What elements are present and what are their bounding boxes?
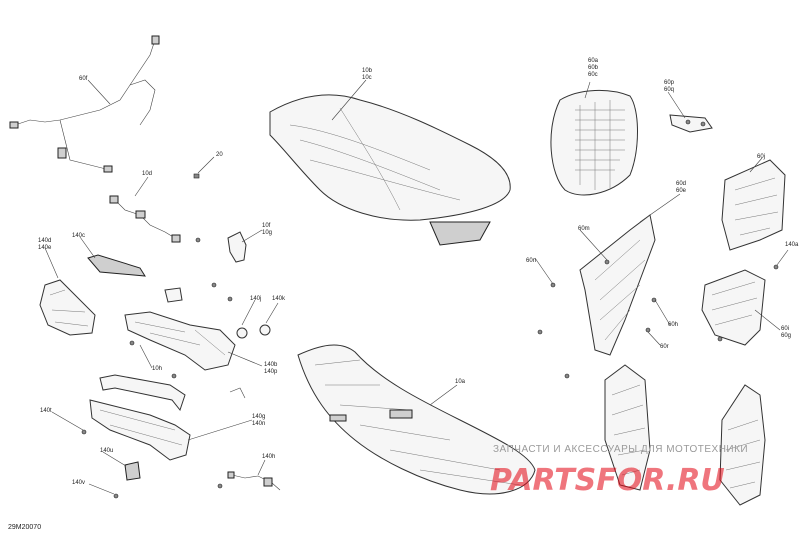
callout-140u: 140u	[100, 448, 113, 454]
callout-60m: 60m	[578, 226, 590, 232]
screw-icon	[217, 483, 223, 489]
watermark-logo: PARTSFOR.RU	[490, 463, 725, 498]
connector-140p[interactable]	[229, 387, 246, 399]
callout-140n: 140n	[252, 421, 265, 427]
seat-pan-10a[interactable]	[297, 344, 536, 495]
callout-140d: 140d	[38, 238, 51, 244]
callout-140k: 140k	[272, 296, 286, 302]
side-panel-right-a[interactable]	[604, 364, 651, 491]
cap-140u[interactable]	[124, 461, 141, 481]
callout-60d: 60d	[676, 181, 686, 187]
grab-handle-140d[interactable]	[39, 279, 96, 336]
callout-10g: 10g	[262, 230, 272, 236]
fastener-20[interactable]	[193, 173, 200, 179]
wiring-harness-10d[interactable]	[109, 195, 181, 243]
handle-rail-140g[interactable]	[99, 374, 186, 412]
screw-icon	[129, 340, 135, 346]
screw-icon	[171, 373, 177, 379]
callout-140b: 140b	[264, 362, 278, 368]
callout-60a: 60a	[588, 58, 599, 64]
wiring-harness-60f[interactable]	[9, 35, 160, 173]
callout-140g: 140g	[252, 414, 265, 420]
callout-60f: 60f	[79, 76, 88, 82]
callout-20: 20	[216, 152, 223, 158]
backrest-60a[interactable]	[550, 89, 638, 196]
callout-140h: 140h	[262, 454, 275, 460]
callout-60i: 60i	[781, 326, 789, 332]
screw-icon	[550, 282, 556, 288]
callout-60n: 60n	[526, 258, 536, 264]
screw-icon	[211, 282, 217, 288]
callout-60b: 60b	[588, 65, 599, 71]
callout-140t: 140t	[40, 408, 52, 414]
callout-140v: 140v	[72, 480, 85, 486]
screw-icon	[645, 327, 651, 333]
watermark-tagline: ЗАПЧАСТИ И АКСЕССУАРЫ ДЛЯ МОТОТЕХНИКИ	[493, 444, 748, 455]
callout-140a: 140a	[785, 242, 799, 248]
bracket-60i[interactable]	[701, 269, 766, 346]
callout-60j: 60j	[757, 154, 765, 160]
screw-icon	[195, 237, 201, 243]
screw-icon	[227, 296, 233, 302]
cap-140k[interactable]	[259, 324, 271, 336]
callout-10h: 10h	[152, 366, 162, 372]
cap-140j[interactable]	[236, 327, 248, 339]
callout-10a: 10a	[455, 379, 466, 385]
callout-60q: 60q	[664, 87, 674, 93]
callout-140p: 140p	[264, 369, 278, 375]
callout-140c: 140c	[72, 233, 85, 239]
callout-60p: 60p	[664, 80, 675, 86]
screw-icon	[113, 493, 119, 499]
backrest-support-60d[interactable]	[579, 214, 656, 356]
callout-10d: 10d	[142, 171, 152, 177]
callout-140j: 140j	[250, 296, 261, 302]
side-cover-60j[interactable]	[721, 159, 786, 251]
callout-60e: 60e	[676, 188, 687, 194]
callout-60h: 60h	[668, 322, 678, 328]
armrest-bracket-140b[interactable]	[124, 311, 236, 371]
watermark: ЗАПЧАСТИ И АКСЕССУАРЫ ДЛЯ МОТОТЕХНИКИ PA…	[490, 444, 748, 498]
figure-id: 29M20070	[8, 524, 41, 531]
clip-140e[interactable]	[164, 287, 183, 303]
callout-60c: 60c	[588, 72, 598, 78]
bracket-60p[interactable]	[669, 114, 713, 133]
bracket-10f[interactable]	[227, 231, 247, 263]
screw-icon	[564, 373, 570, 379]
leader-lines	[44, 79, 789, 495]
wiring-140h[interactable]	[227, 471, 281, 491]
side-panel-right-b[interactable]	[719, 384, 766, 506]
callout-60g: 60g	[781, 333, 791, 339]
callout-60r: 60r	[660, 344, 669, 350]
screw-icon	[604, 259, 610, 265]
screw-icon	[651, 297, 657, 303]
callout-10f: 10f	[262, 223, 271, 229]
callout-10b: 10b	[362, 68, 373, 74]
screw-icon	[773, 264, 779, 270]
screw-icon	[537, 329, 543, 335]
callout-10c: 10c	[362, 75, 372, 81]
armrest-140t[interactable]	[89, 399, 191, 461]
screw-icon	[81, 429, 87, 435]
screw-icon	[717, 336, 723, 342]
trim-strip-140c[interactable]	[87, 254, 146, 277]
seat-10b[interactable]	[269, 94, 511, 246]
callout-140e: 140e	[38, 245, 52, 251]
